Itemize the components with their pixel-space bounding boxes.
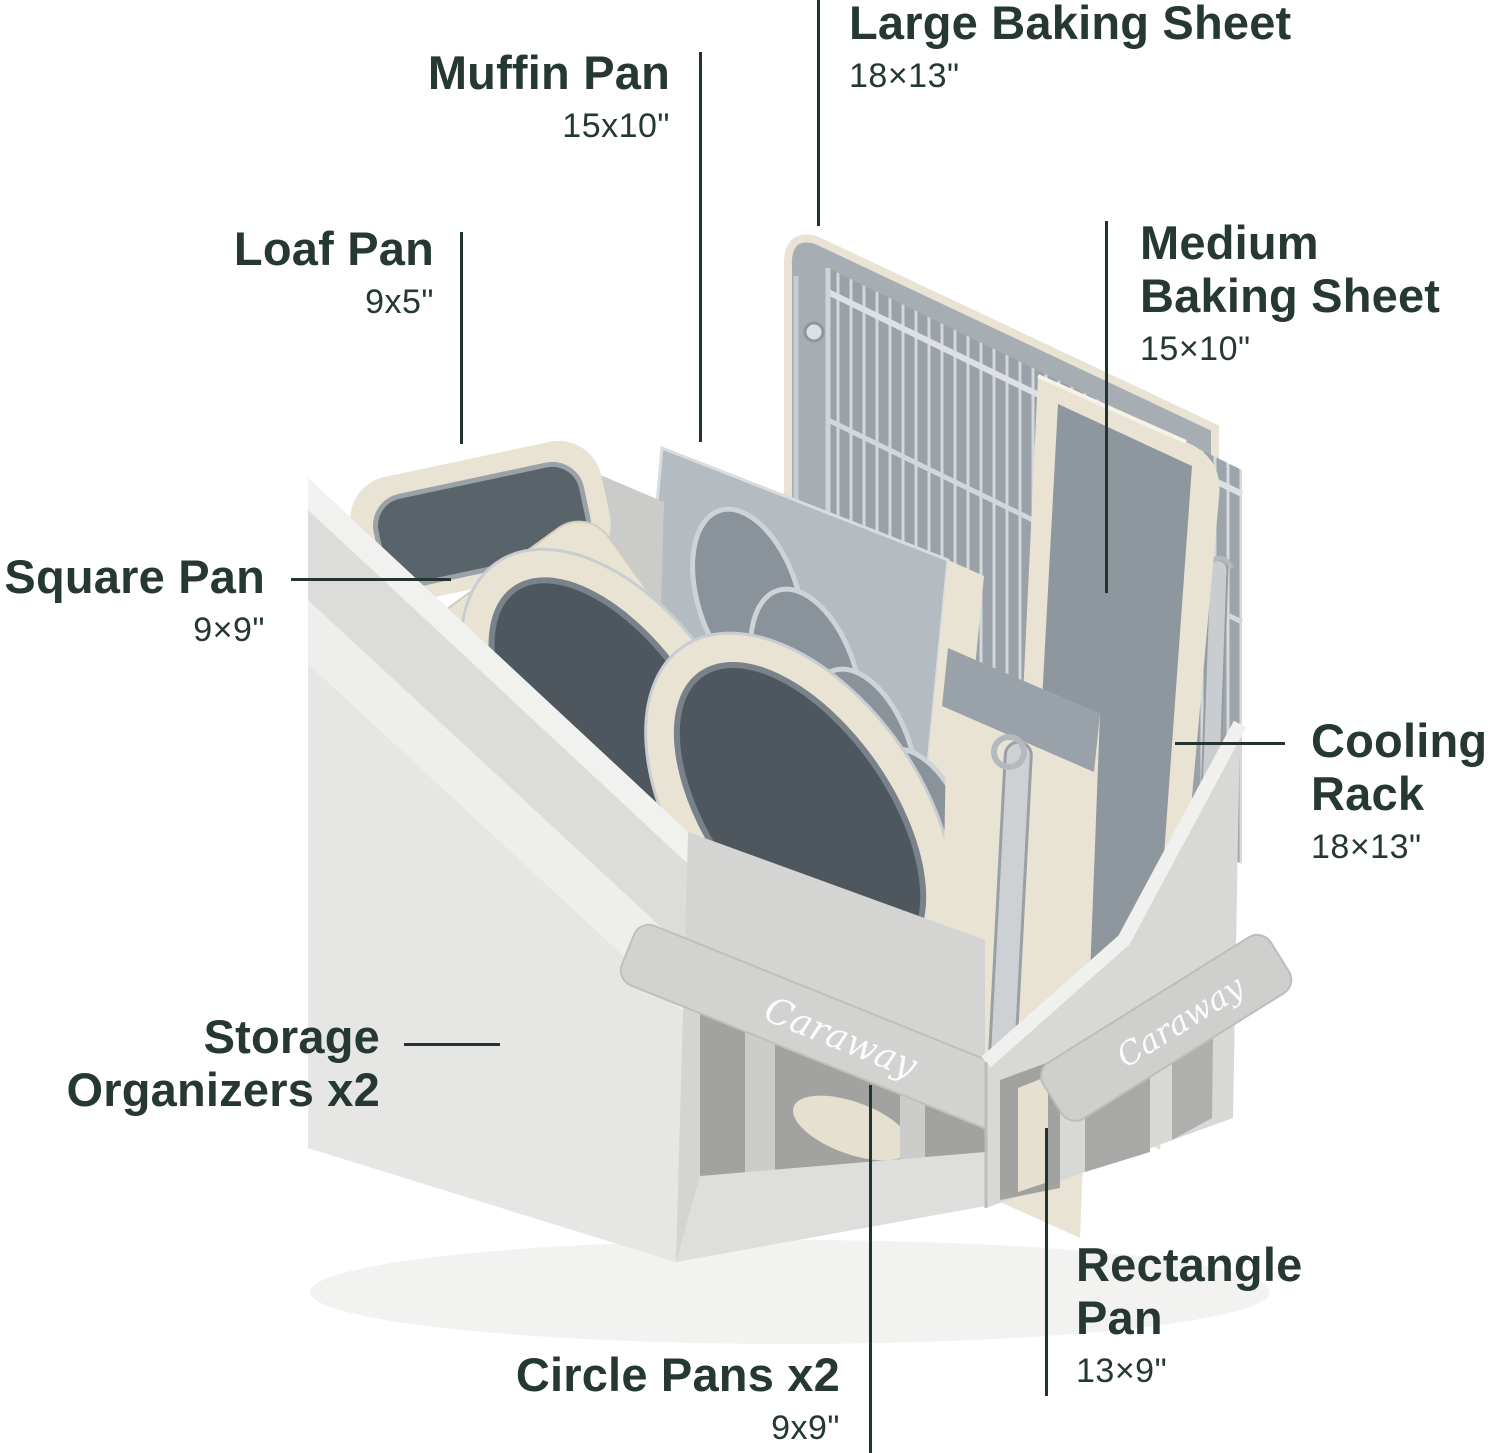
bin-right-rim xyxy=(981,720,1247,1068)
muffin-pan-title: Muffin Pan xyxy=(427,46,670,99)
loaf-pan-dimension: 9x5" xyxy=(365,283,434,322)
storage-bin-left: Caraway xyxy=(308,478,1082,1262)
cooling-rack-leader-line xyxy=(1175,742,1285,745)
circle-pans-dimension: 9x9" xyxy=(771,1409,840,1448)
rectangle-pan-dimension: 13×9" xyxy=(1076,1352,1168,1391)
floor-shadow xyxy=(310,1240,1270,1344)
muffin-pan-dimension: 15x10" xyxy=(562,107,670,146)
large-baking-sheet-dimension: 18×13" xyxy=(849,57,960,96)
square-pan-dimension: 9×9" xyxy=(193,611,265,650)
cooling-rack-dimension: 18×13" xyxy=(1311,828,1422,867)
rectangle-pan-title: Rectangle Pan xyxy=(1076,1238,1303,1345)
medium-baking-sheet-dimension: 15×10" xyxy=(1140,330,1251,369)
square-pan-title: Square Pan xyxy=(4,550,265,603)
label-cooling-rack: Cooling Rack 18×13" xyxy=(1311,714,1500,867)
rectangle-pan-leader-line xyxy=(1045,1128,1048,1396)
label-storage-organizers: Storage Organizers x2 xyxy=(0,1010,380,1116)
bin-left-front-divider xyxy=(745,996,775,1196)
muffin-pan-leader-line xyxy=(699,52,702,442)
sheet-rivet-icon xyxy=(803,321,825,343)
label-medium-baking-sheet: Medium Baking Sheet 15×10" xyxy=(1140,216,1450,369)
label-circle-pans: Circle Pans x2 9x9" xyxy=(516,1348,840,1448)
loaf-pan-title: Loaf Pan xyxy=(233,222,434,275)
square-pan-leader-line xyxy=(291,578,451,581)
label-muffin-pan: Muffin Pan 15x10" xyxy=(428,46,670,146)
storage-organizers-leader-line xyxy=(404,1043,500,1046)
bin-left-wall-lower xyxy=(308,664,688,1262)
cooling-rack-title: Cooling Rack xyxy=(1311,714,1488,821)
label-loaf-pan: Loaf Pan 9x5" xyxy=(234,222,434,322)
bin-left-bottom-band xyxy=(676,1152,985,1262)
label-square-pan: Square Pan 9×9" xyxy=(4,550,265,650)
circle-pans-leader-line xyxy=(869,1085,872,1453)
rectangle-pan-top-edge xyxy=(942,648,1100,772)
rectangle-pan-handle-hook xyxy=(991,734,1027,770)
medium-baking-sheet-title: Medium Baking Sheet xyxy=(1140,216,1441,323)
circle-pans-title: Circle Pans x2 xyxy=(515,1348,840,1401)
bin-left-strap-band-on-wall xyxy=(308,600,688,1016)
label-rectangle-pan: Rectangle Pan 13×9" xyxy=(1076,1238,1346,1391)
label-large-baking-sheet: Large Baking Sheet 18×13" xyxy=(849,0,1291,96)
bin-left-rim-band xyxy=(308,478,688,864)
storage-bin-right: Caraway xyxy=(981,720,1293,1208)
storage-organizers-title: Storage Organizers x2 xyxy=(66,1010,380,1117)
large-baking-sheet-leader-line xyxy=(817,0,820,226)
large-baking-sheet-title: Large Baking Sheet xyxy=(849,0,1292,49)
circle-pan-bottom-peek xyxy=(793,1095,911,1161)
rectangle-pan-bottom-peek xyxy=(1018,1076,1048,1192)
loaf-pan-leader-line xyxy=(460,232,463,444)
medium-baking-sheet-edge xyxy=(1037,374,1187,444)
medium-baking-sheet-leader-line xyxy=(1105,221,1108,593)
